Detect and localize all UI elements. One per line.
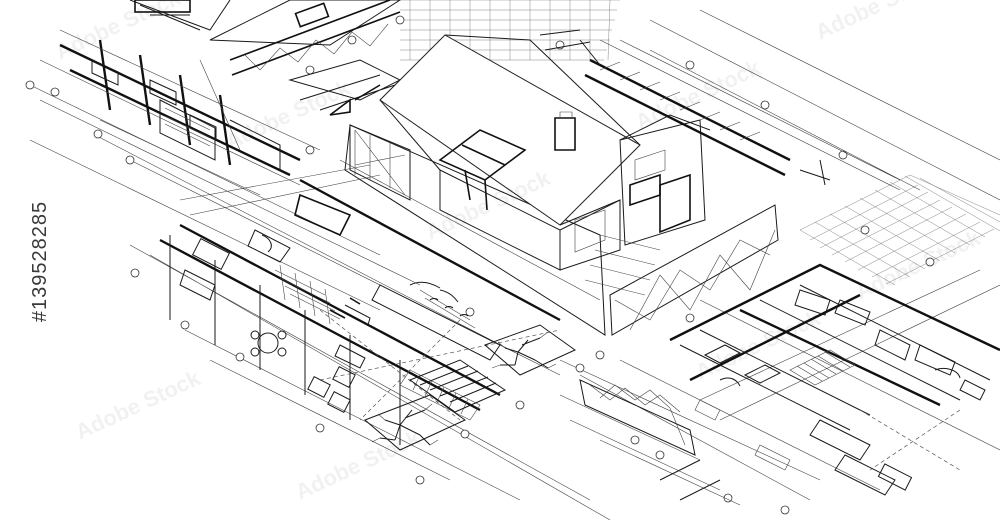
tree-icon [364, 394, 466, 451]
tree-icon-2 [484, 324, 576, 376]
lower-fence-detail [559, 379, 741, 506]
svg-text:Adobe Stock: Adobe Stock [812, 0, 945, 45]
svg-text:Adobe Stock: Adobe Stock [632, 55, 765, 135]
svg-text:Adobe Stock: Adobe Stock [292, 425, 425, 505]
svg-text:Adobe Stock: Adobe Stock [692, 305, 825, 385]
truss-elevation [209, 0, 402, 116]
main-floor-plan-left [159, 178, 561, 445]
right-grid-panel [799, 174, 1000, 286]
stairs-left [399, 369, 481, 421]
stairs-right [789, 349, 856, 386]
dining-table-icon [250, 330, 287, 357]
guide-lines [29, 9, 1000, 521]
upper-left-plan [39, 0, 321, 196]
stock-id-label: #139528285 [29, 200, 52, 323]
house-icon [339, 34, 779, 336]
svg-text:Adobe Stock: Adobe Stock [72, 365, 205, 445]
dimension-nodes [25, 15, 935, 515]
upper-right-plan [539, 29, 921, 191]
parking-stripes [408, 359, 507, 413]
lower-right-plan [669, 263, 1000, 496]
svg-text:Adobe Stock: Adobe Stock [52, 0, 185, 65]
svg-text:Adobe Stock: Adobe Stock [852, 225, 985, 305]
top-grid-panel [400, 0, 620, 61]
